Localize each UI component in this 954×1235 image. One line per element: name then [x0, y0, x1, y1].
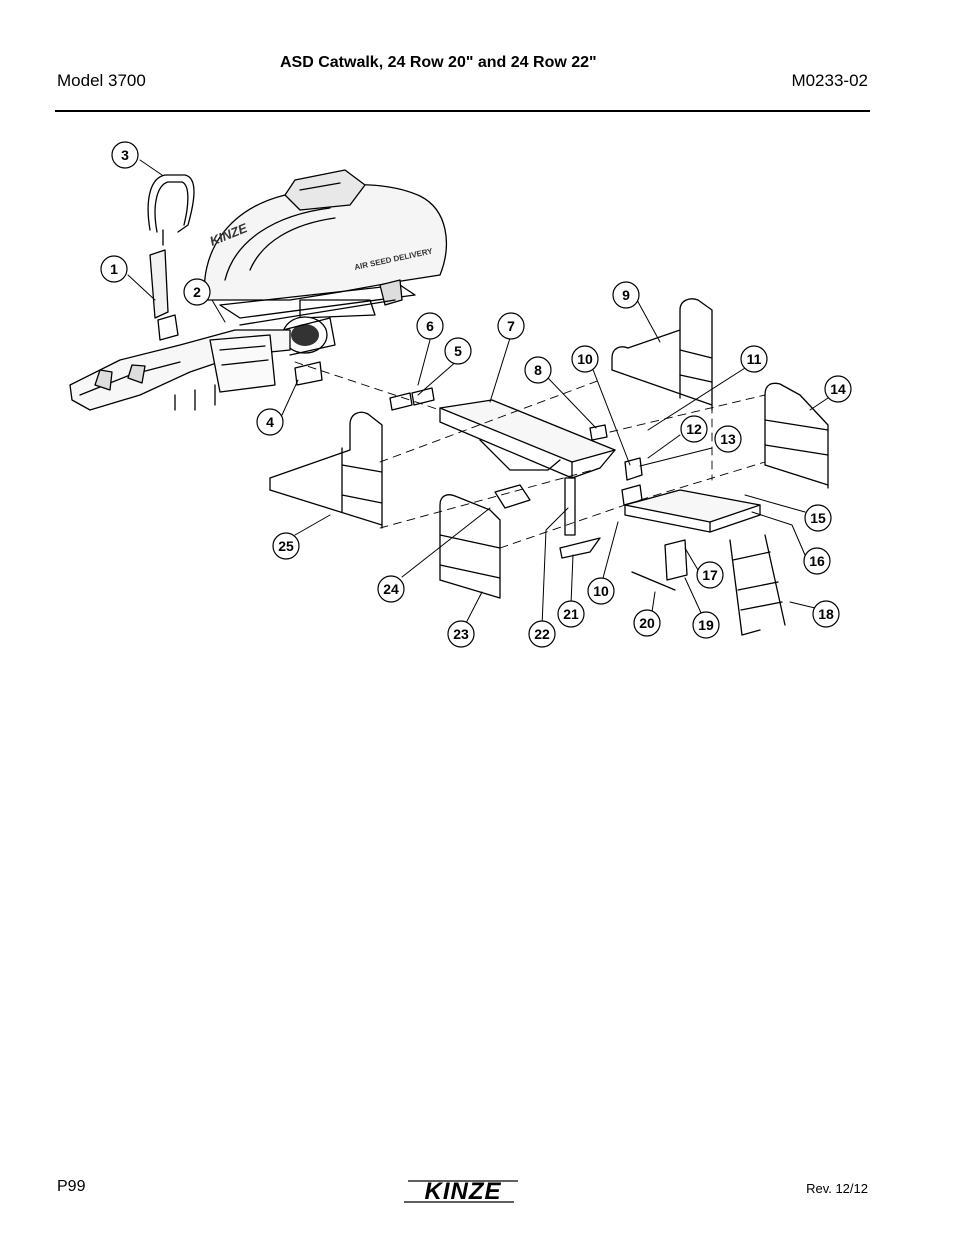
- callout-10-upper-label: 10: [577, 351, 593, 367]
- callout-24: 24: [377, 575, 405, 603]
- callout-23-label: 23: [453, 626, 469, 642]
- brackets-parts-12-13: [621, 457, 643, 506]
- hopper-tank: KINZE AIR SEED DELIVERY: [203, 169, 447, 319]
- callout-11-label: 11: [747, 351, 762, 367]
- model-name: Model 3700: [57, 71, 146, 90]
- callout-25: 25: [272, 532, 300, 560]
- toolbar-frame: [69, 279, 403, 411]
- callout-2: 2: [183, 278, 211, 306]
- callout-16-label: 16: [809, 553, 825, 569]
- leader-lines: [127, 159, 829, 627]
- rod-part-20: [631, 571, 676, 591]
- callout-24-label: 24: [383, 581, 399, 597]
- callout-14-label: 14: [830, 381, 846, 397]
- bracket-parts-17-19: [664, 539, 688, 581]
- callout-12: 12: [680, 415, 708, 443]
- callout-5-label: 5: [454, 343, 462, 359]
- callout-7-label: 7: [507, 318, 515, 334]
- callout-8-label: 8: [534, 362, 542, 378]
- callout-5: 5: [444, 337, 472, 365]
- walkway-deck-part-7: [439, 399, 616, 479]
- callout-20: 20: [633, 609, 661, 637]
- callout-20-label: 20: [639, 615, 655, 631]
- callout-17-label: 17: [702, 567, 718, 583]
- kinze-logo-text: KINZE: [425, 1178, 502, 1205]
- callout-23: 23: [447, 620, 475, 648]
- support-post-parts-21-22: [559, 477, 601, 559]
- revision-date: Rev. 12/12: [806, 1181, 868, 1196]
- kinze-logo: KINZE: [404, 1178, 520, 1205]
- callout-18: 18: [812, 600, 840, 628]
- callout-15: 15: [804, 504, 832, 532]
- callout-21: 21: [557, 600, 585, 628]
- callout-10-lower-label: 10: [593, 583, 609, 599]
- callout-14: 14: [824, 375, 852, 403]
- mount-bracket-part-1: [149, 229, 179, 341]
- callout-1: 1: [100, 255, 128, 283]
- callout-4: 4: [256, 408, 284, 436]
- railing-part-25: [269, 411, 383, 529]
- railing-part-9: [611, 298, 713, 411]
- callout-9: 9: [612, 281, 640, 309]
- callout-3-label: 3: [121, 147, 129, 163]
- callout-17: 17: [696, 561, 724, 589]
- ladder-part-18: [729, 534, 786, 636]
- callout-19-label: 19: [698, 617, 714, 633]
- bracket-part-24: [494, 484, 531, 509]
- callout-10-lower: 10: [587, 577, 615, 605]
- callout-21-label: 21: [563, 606, 579, 622]
- header-rule: [55, 110, 870, 112]
- callout-7: 7: [497, 312, 525, 340]
- exploded-parts-diagram: KINZE AIR SEED DELIVERY: [69, 141, 852, 648]
- callout-6-label: 6: [426, 318, 434, 334]
- page-title: ASD Catwalk, 24 Row 20" and 24 Row 22": [280, 54, 597, 71]
- callout-13-label: 13: [720, 431, 736, 447]
- callout-10-upper: 10: [571, 345, 599, 373]
- callout-1-label: 1: [110, 261, 118, 277]
- callout-8: 8: [524, 356, 552, 384]
- callout-11: 11: [740, 345, 768, 373]
- railing-part-23: [439, 494, 501, 599]
- platform-parts-15-16: [624, 489, 761, 533]
- brackets-parts-5-6: [389, 387, 435, 411]
- page-number: P99: [57, 1178, 86, 1195]
- callout-22-label: 22: [534, 626, 550, 642]
- callout-6: 6: [416, 312, 444, 340]
- callout-4-label: 4: [266, 414, 274, 430]
- callout-12-label: 12: [686, 421, 702, 437]
- callout-18-label: 18: [818, 606, 834, 622]
- callout-15-label: 15: [810, 510, 826, 526]
- callout-group: 3 1 2 4 6 5 7 8 9 10 11 14 12 13 15 16 1…: [100, 141, 852, 648]
- callout-25-label: 25: [278, 538, 294, 554]
- callout-16: 16: [803, 547, 831, 575]
- callout-19: 19: [692, 611, 720, 639]
- callout-22: 22: [528, 620, 556, 648]
- callout-13: 13: [714, 425, 742, 453]
- callout-9-label: 9: [622, 287, 630, 303]
- railing-part-14: [764, 382, 829, 489]
- fan-housing: [282, 316, 336, 356]
- extension-part-4: [294, 361, 323, 386]
- callout-2-label: 2: [193, 284, 201, 300]
- callout-3: 3: [111, 141, 139, 169]
- document-number: M0233-02: [791, 71, 868, 90]
- ladder-handle-part-3: [147, 174, 195, 233]
